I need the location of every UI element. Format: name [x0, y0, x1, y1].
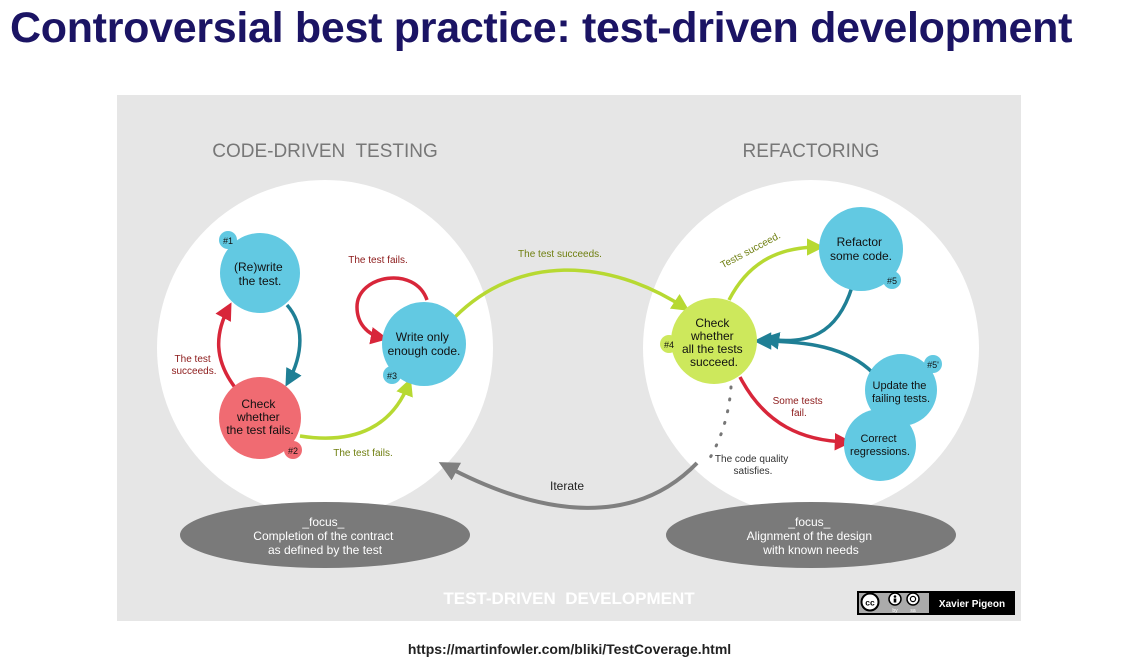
check-all-tests-label: Check whether all the tests succeed.	[682, 316, 746, 369]
step-4-label: #4	[664, 340, 674, 350]
author-credit: Xavier Pigeon	[939, 599, 1005, 610]
check-all-tests-line-2: whether	[690, 329, 734, 343]
left-focus-title: _focus_	[301, 515, 344, 529]
check-test-fails-node	[219, 377, 301, 459]
update-failing-tests-line-1: Update the	[873, 380, 927, 392]
code-driven-testing-heading: CODE-DRIVEN TESTING	[212, 141, 438, 162]
check-test-fails-label: Check whether the test fails.	[226, 397, 293, 437]
right-focus-ellipse	[666, 502, 956, 568]
step-2-badge	[284, 441, 302, 459]
check-all-tests-line-1: Check	[695, 316, 730, 330]
left-focus-line-2: as defined by the test	[268, 543, 383, 557]
refactor-code-node	[819, 207, 903, 291]
step-3-badge	[383, 366, 401, 384]
test-succeeds-edge-line-2: succeeds.	[171, 366, 216, 377]
step-5-badge	[883, 271, 901, 289]
iterate-arrow	[438, 461, 699, 510]
test-fails-to-write-arrow	[299, 378, 413, 440]
check-all-tests-line-4: succeed.	[690, 355, 738, 369]
tdd-diagram: CODE-DRIVEN TESTING REFACTORING _focus_ …	[117, 95, 1021, 621]
slide-title: Controversial best practice: test-driven…	[10, 4, 1073, 52]
step-2-label: #2	[288, 446, 298, 456]
correct-regressions-node	[844, 409, 916, 481]
check-all-tests-line-3: all the tests	[682, 342, 743, 356]
update-to-check-arrow	[753, 332, 875, 375]
code-quality-line-1: The code quality	[715, 454, 788, 465]
right-focus-line-1: Alignment of the design	[747, 529, 872, 543]
sa-icon-label: sa	[910, 608, 916, 614]
update-failing-tests-line-2: failing tests.	[872, 393, 930, 405]
some-tests-fail-line-1: Some tests	[773, 396, 823, 407]
left-focus-line-1: Completion of the contract	[253, 529, 394, 543]
right-focus-title: _focus_	[787, 515, 830, 529]
license-badge: cc by sa Xavier Pigeon	[857, 591, 1015, 615]
step-1-badge	[219, 231, 237, 249]
refactor-code-line-1: Refactor	[837, 235, 882, 249]
step-5-prime-badge	[924, 355, 942, 373]
test-fails-edge-label: The test fails.	[333, 448, 392, 459]
left-focus-label: _focus_ Completion of the contract as de…	[253, 515, 396, 557]
some-tests-fail-arrow	[738, 376, 853, 451]
code-quality-dotted-path	[705, 385, 733, 465]
test-succeeds-arrow	[215, 302, 239, 392]
tests-succeed-arrow	[727, 238, 825, 301]
rewrite-test-line-1: (Re)write	[234, 260, 283, 274]
test-fails-loop-label: The test fails.	[348, 255, 407, 266]
code-quality-edge-label: The code quality satisfies.	[715, 454, 791, 477]
cc-icon-label: cc	[865, 598, 875, 608]
some-tests-fail-line-2: fail.	[791, 408, 807, 419]
sa-icon	[906, 592, 920, 606]
some-tests-fail-edge-label: Some tests fail.	[773, 396, 826, 419]
correct-regressions-line-1: Correct	[860, 433, 896, 445]
update-failing-tests-label: Update the failing tests.	[872, 380, 930, 405]
step-5-label: #5	[887, 276, 897, 286]
check-all-tests-node	[671, 298, 757, 384]
check-test-fails-line-2: whether	[236, 410, 280, 424]
by-icon-label: by	[892, 608, 898, 614]
check-test-fails-line-1: Check	[241, 397, 276, 411]
correct-regressions-label: Correct regressions.	[850, 433, 910, 458]
refactor-code-label: Refactor some code.	[830, 235, 892, 263]
bridge-test-succeeds-label: The test succeeds.	[518, 249, 602, 260]
refactoring-heading: REFACTORING	[743, 141, 880, 162]
bridge-test-succeeds-arrow	[453, 268, 690, 319]
correct-regressions-line-2: regressions.	[850, 446, 910, 458]
step-4-badge	[660, 335, 678, 353]
test-driven-development-label: TEST-DRIVEN DEVELOPMENT	[443, 589, 695, 608]
write-code-line-1: Write only	[396, 330, 449, 344]
test-fails-loop-arrow	[355, 276, 429, 345]
rewrite-to-check-arrow	[285, 303, 302, 387]
right-focus-label: _focus_ Alignment of the design with kno…	[747, 515, 876, 557]
iterate-label: Iterate	[550, 479, 584, 493]
write-code-line-2: enough code.	[388, 344, 461, 358]
test-succeeds-edge-label: The test succeeds.	[171, 354, 216, 377]
refactor-code-line-2: some code.	[830, 249, 892, 263]
source-url[interactable]: https://martinfowler.com/bliki/TestCover…	[407, 641, 732, 657]
code-quality-line-2: satisfies.	[734, 466, 773, 477]
write-code-node	[382, 302, 466, 386]
update-failing-tests-node	[865, 354, 937, 426]
rewrite-test-node	[220, 233, 300, 313]
test-succeeds-edge-line-1: The test	[175, 354, 211, 365]
rewrite-test-line-2: the test.	[239, 274, 282, 288]
step-3-label: #3	[387, 371, 397, 381]
write-code-label: Write only enough code.	[388, 330, 461, 358]
step-1-label: #1	[223, 236, 233, 246]
rewrite-test-label: (Re)write the test.	[234, 260, 286, 288]
left-focus-ellipse	[180, 502, 470, 568]
step-5-prime-label: #5'	[927, 360, 939, 370]
cc-icon	[860, 592, 880, 612]
right-focus-line-2: with known needs	[762, 543, 858, 557]
check-test-fails-line-3: the test fails.	[226, 423, 293, 437]
